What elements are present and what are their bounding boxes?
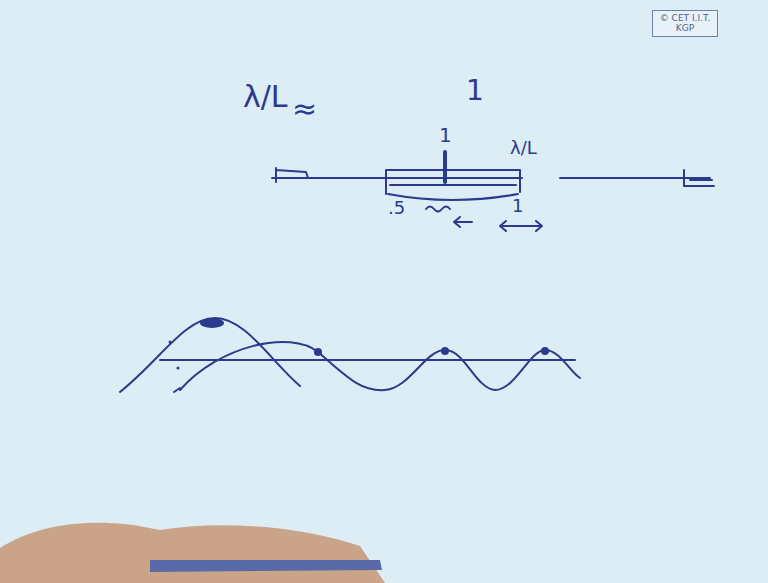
ratio-label: λ/L (510, 138, 537, 158)
wave-dot (169, 341, 172, 344)
value-label: 1 (512, 196, 523, 216)
approx-sign: ≈ (292, 92, 317, 125)
logo-stamp: © CET I.I.T. KGP (652, 10, 718, 37)
hand (0, 523, 385, 583)
wave-dot (177, 367, 180, 370)
wave-tick (174, 388, 180, 392)
double-arrow (500, 221, 542, 231)
wave-baseline (160, 359, 575, 361)
window-box (386, 170, 520, 194)
impulse-arrow (443, 152, 447, 182)
end-tick (276, 168, 308, 182)
hump-curve (120, 318, 300, 392)
axis-line (560, 177, 710, 179)
value-label: 1 (466, 76, 484, 107)
window-bracket (388, 194, 518, 200)
left-arrow (454, 217, 472, 227)
impulse-value: 1 (439, 124, 452, 146)
squiggle (426, 207, 450, 212)
shaded-blob (200, 318, 224, 328)
end-tick (684, 170, 714, 186)
stamp-text: © CET I.I.T. KGP (657, 13, 713, 34)
axis-line (272, 177, 522, 179)
wave-dot (441, 347, 449, 355)
ratio-label: λ/L (243, 80, 288, 113)
window-line (390, 184, 516, 186)
wave-dot (314, 348, 322, 356)
value-label: .5 (388, 198, 405, 218)
wave-curve (180, 342, 580, 390)
wave-dot (541, 347, 549, 355)
marker-pen (150, 560, 382, 572)
